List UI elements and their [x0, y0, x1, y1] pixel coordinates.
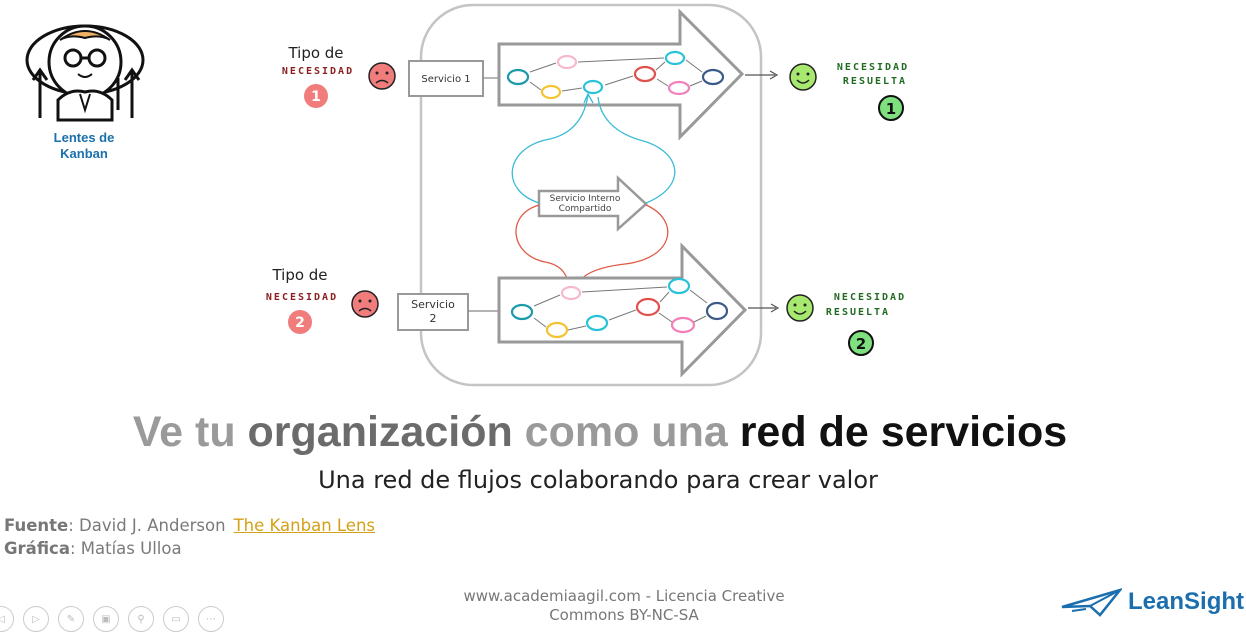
service2-box	[397, 293, 469, 331]
title-part2: organización	[247, 408, 513, 456]
need2-number-badge	[288, 310, 312, 334]
lens-caption-line1: Lentes de	[54, 130, 115, 145]
paper-plane-icon	[1061, 588, 1122, 617]
service1-box	[408, 60, 484, 97]
need2-sad-face-icon	[351, 290, 379, 318]
subtitle: Una red de flujos colaborando para crear…	[318, 466, 878, 494]
title-part3: como una	[512, 408, 740, 456]
need1-number-badge	[304, 84, 328, 108]
more-icon[interactable]: ⋯	[198, 606, 224, 632]
need2-resolved-line2: RESUELTA	[826, 307, 890, 318]
play-icon[interactable]: ▷	[23, 606, 49, 632]
footer-line1: www.academiaagil.com - Licencia Creative	[463, 587, 785, 605]
leansight-logo: LeanSight	[1060, 587, 1244, 617]
title-part1: Ve tu	[132, 408, 248, 456]
need1-resolved-number: 1	[886, 100, 896, 118]
subtitle-icon[interactable]: ▭	[163, 606, 189, 632]
graphic-credit: Gráfica: Matías Ulloa	[4, 539, 182, 558]
kanban-lens-icon	[25, 24, 145, 122]
source-text: : David J. Anderson	[68, 516, 226, 535]
source-label: Fuente	[4, 516, 69, 535]
source-credit: Fuente: David J. Anderson The Kanban Lens	[4, 516, 375, 535]
slide-navigation: ◁ ▷ ✎ ▣ ⚲ ▭ ⋯	[0, 606, 224, 632]
need1-tipo-label: Tipo de	[287, 44, 343, 62]
need2-happy-face-icon	[786, 294, 814, 322]
organization-container	[419, 3, 763, 387]
shared-to-service1-link	[511, 94, 676, 204]
need1-resolved-badge	[878, 95, 904, 121]
flow2-work-items	[510, 277, 729, 339]
graphic-label: Gráfica	[4, 539, 70, 558]
lens-caption-line2: Kanban	[60, 146, 108, 161]
slides-icon[interactable]: ▣	[93, 606, 119, 632]
need1-resolved-line2: RESUELTA	[843, 76, 907, 87]
flow-arrow-1	[497, 8, 745, 141]
zoom-icon[interactable]: ⚲	[128, 606, 154, 632]
graphic-text: : Matías Ulloa	[69, 539, 182, 558]
need1-happy-face-icon	[789, 63, 817, 91]
service-network-diagram: Lentes de Kanban Tipo de NECESIDAD 1 Ser…	[25, 3, 909, 387]
need2-resolved-line1: NECESIDAD	[834, 292, 906, 303]
license-footer: www.academiaagil.com - Licencia Creative…	[440, 587, 808, 625]
need2-number: 2	[295, 315, 305, 331]
kanban-lens-link[interactable]: The Kanban Lens	[233, 516, 376, 535]
need1-sad-face-icon	[368, 62, 396, 90]
brand-name: LeanSight	[1128, 588, 1245, 615]
flow-arrow-2	[497, 242, 748, 378]
flow1-work-items	[506, 50, 725, 100]
service2-label-line1: Servicio	[411, 298, 455, 311]
pen-icon[interactable]: ✎	[58, 606, 84, 632]
need1-necesidad-label: NECESIDAD	[282, 66, 354, 77]
need1-resolved-line1: NECESIDAD	[837, 62, 909, 73]
need2-resolved-number: 2	[856, 335, 866, 353]
title-part4: red de servicios	[739, 408, 1068, 456]
footer-line2: Commons BY-NC-SA	[549, 606, 699, 624]
prev-icon[interactable]: ◁	[0, 606, 14, 632]
shared-service-line2: Compartido	[559, 204, 612, 214]
shared-service-arrow	[537, 175, 648, 232]
service1-label: Servicio 1	[421, 74, 470, 85]
service2-label-line2: 2	[430, 312, 437, 325]
shared-service-line1: Servicio Interno	[550, 194, 621, 204]
need2-necesidad-label: NECESIDAD	[266, 292, 338, 303]
need2-resolved-badge	[848, 330, 874, 356]
need2-tipo-label: Tipo de	[271, 266, 327, 284]
main-title: Ve tu organización como una red de servi…	[0, 408, 1200, 457]
need1-number: 1	[311, 89, 321, 105]
